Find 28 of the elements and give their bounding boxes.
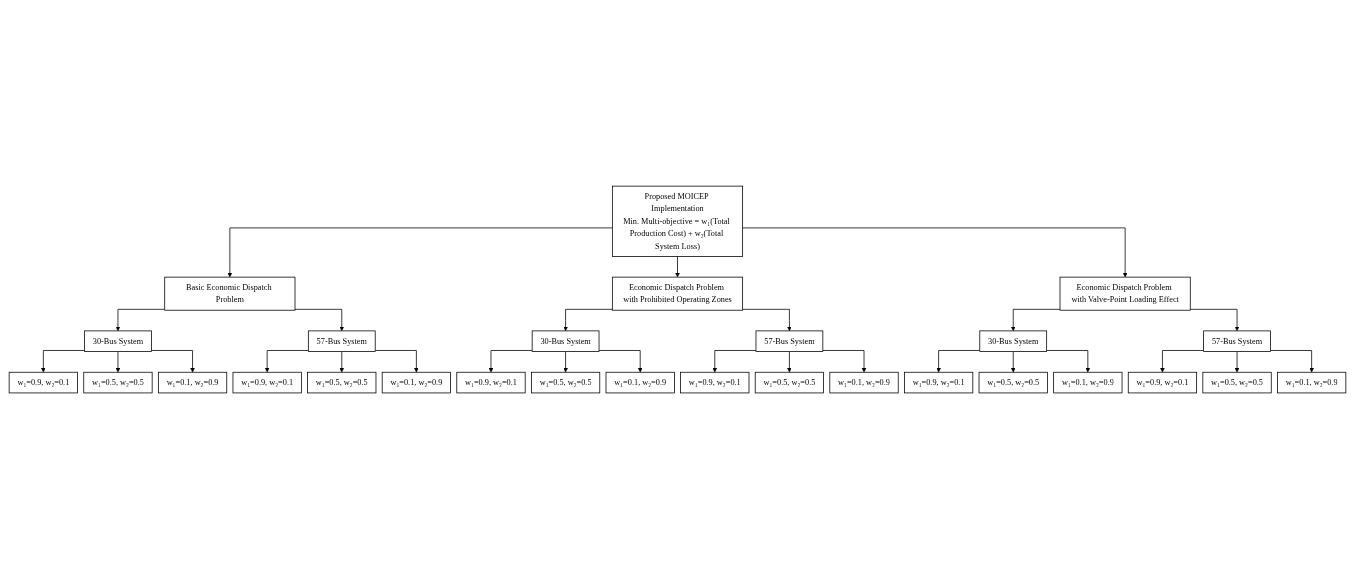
- node-box: 30-Bus System: [84, 330, 152, 353]
- node-box: 57-Bus System: [1203, 330, 1271, 353]
- node-box: w₁=0.1, w₂=0.9: [1277, 372, 1347, 394]
- node-box: w₁=0.5, w₂=0.5: [307, 372, 377, 394]
- node-box: w₁=0.5, w₂=0.5: [531, 372, 601, 394]
- node-box: w₁=0.1, w₂=0.9: [829, 372, 899, 394]
- node-box: w₁=0.9, w₂=0.1: [680, 372, 750, 394]
- node-box: 57-Bus System: [755, 330, 824, 353]
- node-box: w₁=0.5, w₂=0.5: [83, 372, 153, 394]
- node-box: w₁=0.1, w₂=0.9: [1053, 372, 1123, 394]
- node-box: w₁=0.9, w₂=0.1: [1127, 372, 1198, 394]
- node-box: Proposed MOICEP Implementation Min. Multi-objective = w₁(Total Production Cost) + w₂(Total System Loss): [611, 186, 744, 258]
- node-box: Economic Dispatch Problem with Prohibited Operating Zones: [611, 277, 744, 312]
- node-box: Economic Dispatch Problem with Valve-Point Loading Effect: [1059, 277, 1191, 312]
- node-box: w₁=0.1, w₂=0.9: [381, 372, 451, 394]
- node-box: 30-Bus System: [531, 330, 600, 353]
- node-box: Basic Economic Dispatch Problem: [164, 277, 296, 312]
- node-box: w₁=0.5, w₂=0.5: [978, 372, 1048, 394]
- node-box: w₁=0.1, w₂=0.9: [605, 372, 675, 394]
- node-box: 57-Bus System: [307, 330, 376, 353]
- node-box: w₁=0.9, w₂=0.1: [904, 372, 974, 394]
- node-box: w₁=0.5, w₂=0.5: [1202, 372, 1272, 394]
- node-box: w₁=0.9, w₂=0.1: [232, 372, 302, 394]
- node-box: w₁=0.9, w₂=0.1: [456, 372, 526, 394]
- node-box: w₁=0.9, w₂=0.1: [8, 372, 78, 394]
- node-box: 30-Bus System: [979, 330, 1048, 353]
- node-box: w₁=0.1, w₂=0.9: [157, 372, 228, 394]
- node-box: w₁=0.5, w₂=0.5: [754, 372, 824, 394]
